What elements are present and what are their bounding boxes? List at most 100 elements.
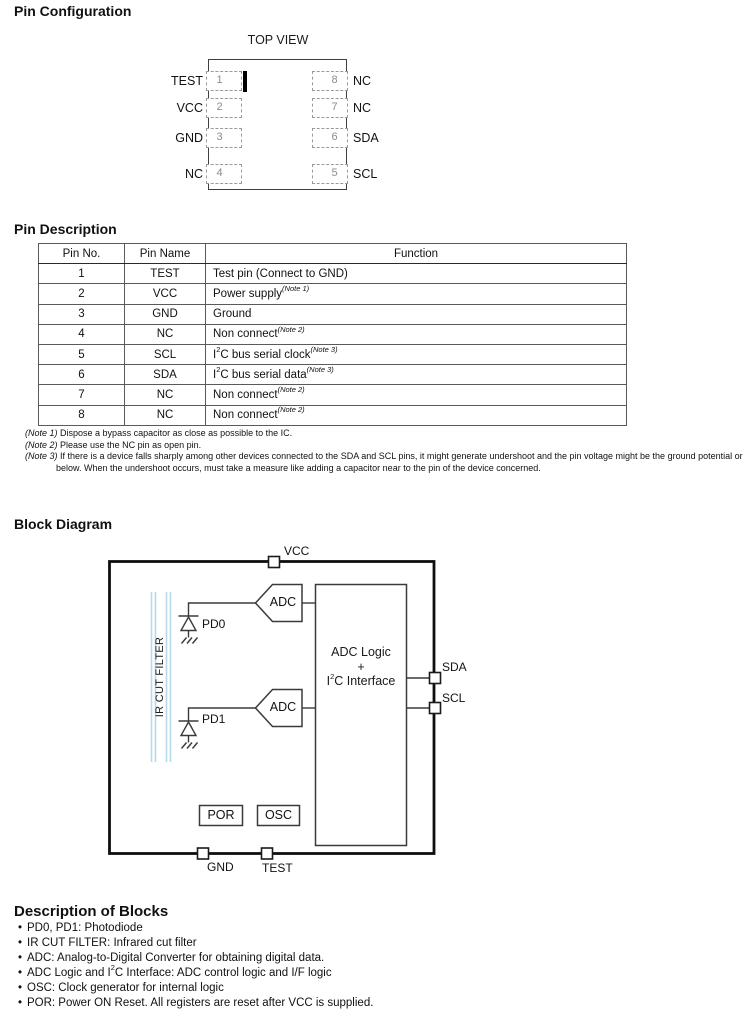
cell-function: Non connect(Note 2) [205,384,627,406]
cell-function: Ground [205,303,627,325]
cell-pin-no: 1 [38,263,125,285]
por-label: POR [207,808,235,822]
bullet-icon: • [18,997,23,1009]
list-item: • OSC: Clock generator for internal logic [18,981,718,996]
pd0-ground-icon [180,637,199,644]
pin-label-scl: SCL [353,167,378,181]
description-of-blocks-heading: Description of Blocks [14,903,169,920]
list-item-text: POR: Power ON Reset. All registers are r… [27,997,374,1009]
pin-pad-7: 7 [312,98,348,118]
cell-pin-name: SCL [124,343,206,366]
col-header-pin-no: Pin No. [38,242,125,265]
description-of-blocks-list: • PD0, PD1: Photodiode • IR CUT FILTER: In… [18,921,718,1011]
test-pin-square [260,847,274,860]
note-3: (Note 3) If there is a device falls shar… [25,451,747,474]
list-item-text: PD0, PD1: Photodiode [27,922,143,934]
note-text: If there is a device falls sharply among… [56,451,743,473]
cell-pin-name: NC [124,384,206,406]
pin-pad-3: 3 [206,128,242,148]
pin-label-nc8: NC [353,74,372,88]
cell-pin-name: NC [124,404,206,426]
pin-pad-6: 6 [312,128,348,148]
cell-pin-no: 2 [38,283,125,305]
note-text: Dispose a bypass capacitor as close as p… [60,428,293,438]
pin-description-heading: Pin Description [14,221,117,237]
cell-pin-no: 3 [38,303,125,325]
vcc-pin-square [267,555,281,569]
note-label: (Note 2) [25,439,58,450]
osc-label: OSC [264,808,293,822]
scl-pin-square [428,701,442,715]
adc-logic-label: ADC Logic + I2C Interface [315,645,407,689]
adc-logic-line2: + [357,659,365,674]
col-header-function: Function [205,242,627,265]
note-text: Please use the NC pin as open pin. [60,439,202,450]
pin1-marker [243,71,247,92]
pd1-ground-icon [180,742,199,749]
vcc-label: VCC [284,544,310,558]
list-item: • IR CUT FILTER: Infrared cut filter [18,936,718,951]
bullet-icon: • [18,922,23,934]
pd1-label: PD1 [202,712,226,726]
pd0-label: PD0 [202,617,226,631]
pin-number: 5 [331,167,338,179]
bullet-icon: • [18,952,23,964]
pin-label-test: TEST [171,74,203,88]
pd0-diode-icon [179,615,198,632]
list-item: • POR: Power ON Reset. All registers are … [18,996,718,1011]
gnd-pin-square [196,847,210,860]
adc1-label: ADC [269,700,297,714]
block-diagram-heading: Block Diagram [14,516,113,532]
ic-package-outline [208,59,347,190]
pin-label-nc4: NC [184,167,203,181]
note-1: (Note 1) Dispose a bypass capacitor as c… [25,428,747,440]
bullet-icon: • [18,982,23,994]
pin-pad-2: 2 [206,98,242,118]
cell-pin-no: 6 [38,364,125,386]
pin-label-gnd: GND [175,131,203,145]
list-item-text: ADC Logic and I2C Interface: ADC control… [27,963,332,979]
adc-logic-line3: I2C Interface [326,671,396,688]
pin-pad-8: 8 [312,71,348,91]
pin-number: 8 [331,74,338,86]
pin-pad-5: 5 [312,164,348,184]
list-item-text: IR CUT FILTER: Infrared cut filter [27,937,197,949]
col-header-pin-name: Pin Name [124,242,206,265]
list-item: •ADC: Analog-to-Digital Converter for ob… [18,951,718,966]
pin-number: 2 [216,101,223,113]
cell-function: I2C bus serial clock(Note 3) [205,343,627,366]
pin-number: 1 [216,74,223,86]
pin-pad-1: 1 [206,71,242,91]
pd1-diode-icon [179,720,198,737]
list-item: •ADC Logic and I2C Interface: ADC contro… [18,963,718,981]
table-notes: (Note 1) Dispose a bypass capacitor as c… [25,428,747,474]
pin-label-vcc: VCC [176,101,203,115]
cell-pin-name: TEST [124,263,206,285]
pd0-wire [187,602,256,616]
cell-pin-name: SDA [124,364,206,386]
pin-label-sda: SDA [353,131,379,145]
note-label: (Note 1) [25,428,58,438]
top-view-label: TOP VIEW [247,33,309,47]
pin-label-nc7: NC [353,101,372,115]
adc0-label: ADC [269,595,297,609]
cell-pin-no: 5 [38,343,125,366]
cell-pin-no: 4 [38,323,125,345]
cell-function: Test pin (Connect to GND) [205,263,627,285]
sda-label: SDA [442,660,467,674]
list-item-text: OSC: Clock generator for internal logic [27,982,224,994]
cell-function: Power supply(Note 1) [205,283,627,305]
ir-cut-filter-label: IR CUT FILTER [154,636,166,718]
cell-pin-name: VCC [124,283,206,305]
bullet-icon: • [18,937,23,949]
cell-pin-name: GND [124,303,206,325]
cell-pin-no: 7 [38,384,125,406]
cell-pin-no: 8 [38,404,125,426]
pin-number: 6 [331,131,338,143]
list-item: • PD0, PD1: Photodiode [18,921,718,936]
